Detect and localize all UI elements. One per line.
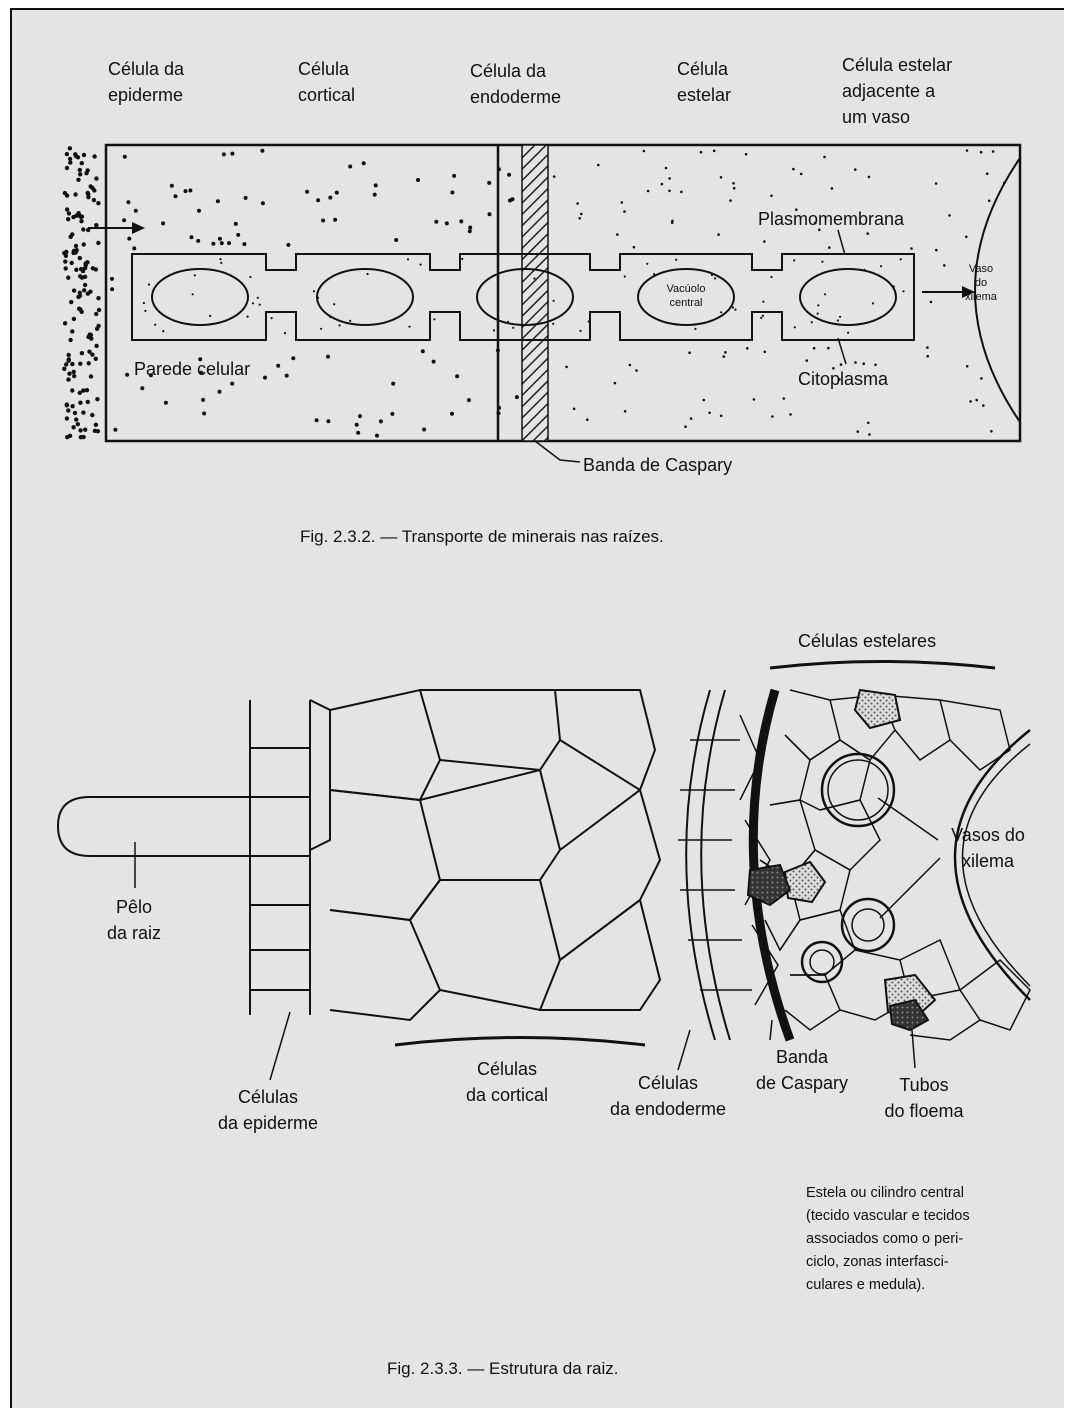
leader-vasos (878, 798, 938, 840)
cortex-cells (310, 690, 660, 1020)
label-celulas-estelares: Células estelares (798, 628, 936, 654)
vacuole (152, 269, 248, 325)
bracket-cortical (395, 1038, 645, 1046)
label-parede-celular: Parede celular (134, 356, 250, 382)
bracket-estelares (770, 662, 995, 669)
label-tubos-floema: Tubos do floema (874, 1072, 974, 1124)
fig233-diagram (58, 662, 1030, 1081)
casparian-band-thick (753, 690, 790, 1040)
label-banda-caspary-2: Banda de Caspary (744, 1044, 860, 1096)
label-vaso-xilema: Vaso do xilema (956, 262, 1006, 304)
note-estela: Estela ou cilindro central (tecido vascu… (806, 1182, 1046, 1297)
leader-plasmomembrana (838, 230, 845, 255)
xylem-vessel (842, 899, 894, 951)
label-celula-estelar: Célula estelar (677, 56, 731, 108)
label-celula-cortical: Célula cortical (298, 56, 355, 108)
leader-citoplasma (838, 338, 846, 364)
label-banda-caspary: Banda de Caspary (583, 452, 732, 478)
caption-fig-233: Fig. 2.3.3. — Estrutura da raiz. (387, 1358, 618, 1380)
vacuole (800, 269, 896, 325)
label-plasmomembrana: Plasmomembrana (758, 206, 904, 232)
label-vacuolo-central: Vacúolo central (656, 282, 716, 310)
root-hair (58, 797, 250, 856)
leader-vasos2 (880, 858, 940, 918)
xylem-vessel (802, 942, 842, 982)
leader-epiderme (270, 1012, 290, 1080)
leader-caspary2 (770, 1020, 772, 1040)
label-celula-estelar-adjacente: Célula estelar adjacente a um vaso (842, 52, 952, 130)
label-pelo-raiz: Pêlo da raiz (104, 894, 164, 946)
label-celulas-epiderme: Células da epiderme (204, 1084, 332, 1136)
label-celula-endoderme: Célula da endoderme (470, 58, 561, 110)
fig232-diagram (62, 145, 1020, 462)
cell-band-outline (106, 145, 1020, 441)
label-celulas-cortical: Células da cortical (452, 1056, 562, 1108)
arrow-in-head (132, 222, 145, 234)
leader-endoderme (678, 1030, 690, 1070)
casparian-strip (522, 145, 548, 441)
endodermis-arc-2 (701, 690, 730, 1040)
xylem-vessel-inner (852, 909, 884, 941)
phloem-cell (785, 862, 825, 902)
caption-fig-232: Fig. 2.3.2. — Transporte de minerais nas… (300, 526, 664, 548)
xylem-vessel-inner (810, 950, 834, 974)
label-citoplasma: Citoplasma (798, 366, 888, 392)
label-vasos-xilema: Vasos do xilema (938, 822, 1038, 874)
leader-caspary (535, 441, 580, 462)
xylem-vessel (822, 754, 894, 826)
phloem-cell (855, 690, 900, 728)
epidermis-cells (250, 700, 310, 1015)
xylem-vessel-inner (828, 760, 888, 820)
label-celulas-endoderme: Células da endoderme (594, 1070, 742, 1122)
vacuole (317, 269, 413, 325)
label-celula-epiderme: Célula da epiderme (108, 56, 184, 108)
